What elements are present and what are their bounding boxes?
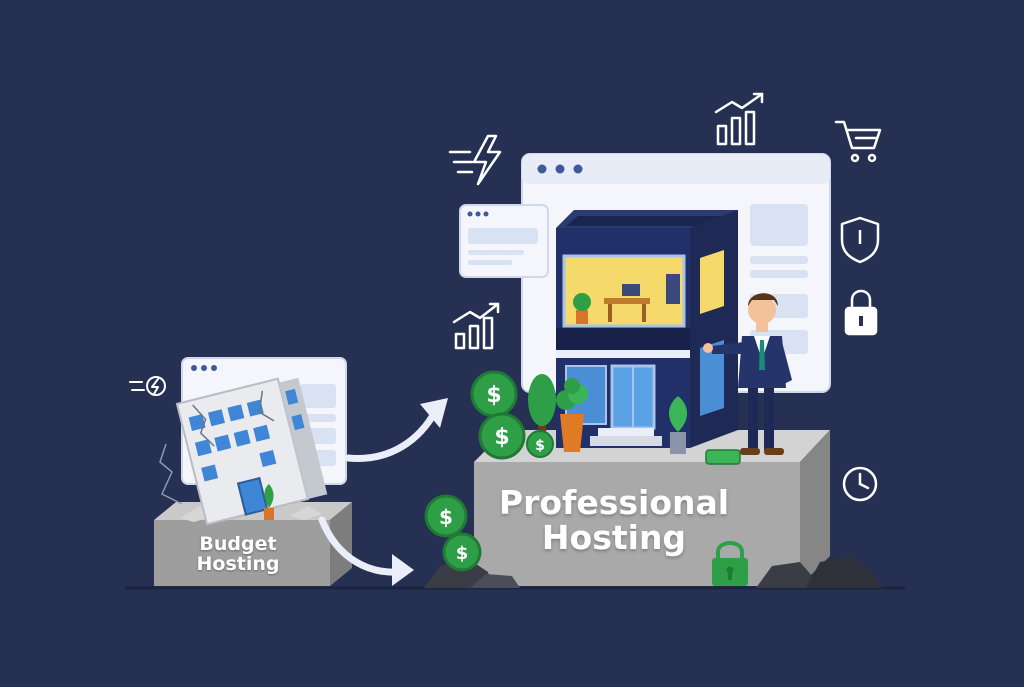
speed-lightning-icon (448, 134, 502, 186)
potted-plant-grey (668, 396, 688, 454)
dollar-coin-icon: $ (526, 430, 554, 458)
budget-label-line1: Budget (199, 533, 277, 555)
budget-hosting-label: Budget Hosting (158, 533, 318, 575)
dollar-coin-icon: $ (442, 532, 482, 572)
dollar-coin-icon: $ (424, 494, 468, 538)
businessman (703, 293, 792, 455)
upgrade-arrow-bottom (318, 516, 414, 586)
padlock-icon (844, 289, 878, 336)
upgrade-arrow-top (344, 398, 448, 462)
svg-text:$: $ (456, 543, 469, 564)
growth-chart-icon (452, 302, 500, 350)
potted-plant-upper (573, 293, 591, 324)
svg-text:$: $ (439, 505, 453, 529)
crack-bolt (159, 443, 183, 505)
budget-label-line2: Hosting (196, 552, 280, 575)
budget-pedestal (154, 502, 352, 586)
speed-lightning-icon (129, 376, 166, 396)
growth-chart-icon (714, 92, 764, 146)
dollar-coin-icon: $ (478, 412, 526, 460)
crumbling-building (175, 377, 328, 526)
shield-icon (840, 216, 880, 264)
pro-label-line1: Professional (498, 483, 730, 522)
professional-building (556, 210, 738, 448)
rocks (424, 556, 882, 588)
dollar-coin-icon: $ (470, 370, 518, 418)
pro-label-line2: Hosting (541, 517, 687, 557)
small-browser-window (459, 204, 549, 278)
svg-text:$: $ (494, 425, 509, 450)
professional-hosting-label: Professional Hosting (478, 483, 750, 557)
small-plant-left (264, 484, 274, 520)
svg-text:$: $ (535, 438, 545, 454)
shopping-cart-icon (834, 120, 882, 163)
potted-plant-orange (556, 378, 588, 452)
dollar-bills (705, 449, 741, 465)
clock-icon (842, 466, 878, 502)
svg-text:$: $ (486, 383, 501, 408)
padlock-icon-green (712, 541, 748, 586)
